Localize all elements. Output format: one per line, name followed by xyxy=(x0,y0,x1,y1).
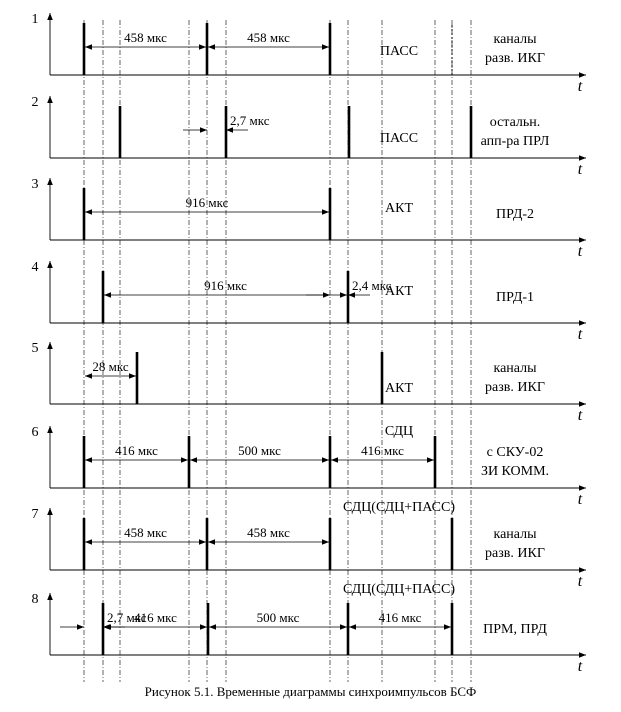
interval-label: 458 мкс xyxy=(247,525,290,540)
channel-label: ПРД-2 xyxy=(496,207,534,222)
channel-label: каналы xyxy=(493,527,537,542)
time-axis-label: t xyxy=(578,243,583,260)
time-axis-label: t xyxy=(578,491,583,508)
row-number: 2 xyxy=(32,95,39,110)
mode-label: ПАСС xyxy=(380,131,418,146)
interval-label: 416 мкс xyxy=(361,443,404,458)
mode-label: СДЦ(СДЦ+ПАСС) xyxy=(343,500,455,515)
channel-label: разв. ИКГ xyxy=(485,51,545,66)
channel-label: ЗИ КОММ. xyxy=(481,464,549,479)
channel-label: апп-ра ПРЛ xyxy=(481,134,550,149)
diagram-row-3: 3 t 916 мкс АКТ ПРД-2 xyxy=(32,177,586,260)
figure-caption: Рисунок 5.1. Временные диаграммы синхрои… xyxy=(144,684,477,699)
delay-label: 2,7 мкс xyxy=(107,610,147,625)
mode-label: АКТ xyxy=(385,201,413,216)
delay-label: 2,4 мкс xyxy=(352,278,392,293)
row-number: 5 xyxy=(32,341,39,356)
channel-label: остальн. xyxy=(490,115,541,130)
interval-label: 458 мкс xyxy=(247,30,290,45)
row-number: 4 xyxy=(32,260,39,275)
interval-label: 916 мкс xyxy=(186,195,229,210)
channel-label: с СКУ-02 xyxy=(487,445,544,460)
interval-label: 458 мкс xyxy=(124,525,167,540)
mode-label: ПАСС xyxy=(380,44,418,59)
channel-label: разв. ИКГ xyxy=(485,546,545,561)
interval-label: 416 мкс xyxy=(379,610,422,625)
mode-label: СДЦ xyxy=(385,424,413,439)
interval-label: 500 мкс xyxy=(257,610,300,625)
channel-label: ПРД-1 xyxy=(496,290,534,305)
interval-label: 28 мкс xyxy=(92,359,128,374)
row-number: 8 xyxy=(32,592,39,607)
time-axis-label: t xyxy=(578,161,583,178)
mode-label: СДЦ(СДЦ+ПАСС) xyxy=(343,582,455,597)
row-number: 3 xyxy=(32,177,39,192)
interval-label: 416 мкс xyxy=(134,610,177,625)
interval-label: 916 мкс xyxy=(204,278,247,293)
mode-label: АКТ xyxy=(385,381,413,396)
mode-label: АКТ xyxy=(385,284,413,299)
row-number: 7 xyxy=(32,507,39,522)
delay-label: 2,7 мкс xyxy=(230,113,270,128)
interval-label: 458 мкс xyxy=(124,30,167,45)
diagram-row-7: 7 t 458 мкс 458 мкс СДЦ(СДЦ+ПАСС) каналы разв.… xyxy=(32,500,586,590)
time-axis-label: t xyxy=(578,78,583,95)
time-axis-label: t xyxy=(578,658,583,675)
time-axis-label: t xyxy=(578,573,583,590)
interval-label: 500 мкс xyxy=(238,443,281,458)
row-number: 1 xyxy=(32,12,39,27)
channel-label: каналы xyxy=(493,361,537,376)
time-axis-label: t xyxy=(578,326,583,343)
channel-label: разв. ИКГ xyxy=(485,380,545,395)
channel-label: ПРМ, ПРД xyxy=(483,622,547,637)
interval-label: 416 мкс xyxy=(115,443,158,458)
time-axis-label: t xyxy=(578,407,583,424)
channel-label: каналы xyxy=(493,32,537,47)
diagram-row-6: 6 t 416 мкс 500 мкс 416 мкс СДЦ с СКУ-02 ЗИ КОМ… xyxy=(32,424,586,508)
row-number: 6 xyxy=(32,425,39,440)
